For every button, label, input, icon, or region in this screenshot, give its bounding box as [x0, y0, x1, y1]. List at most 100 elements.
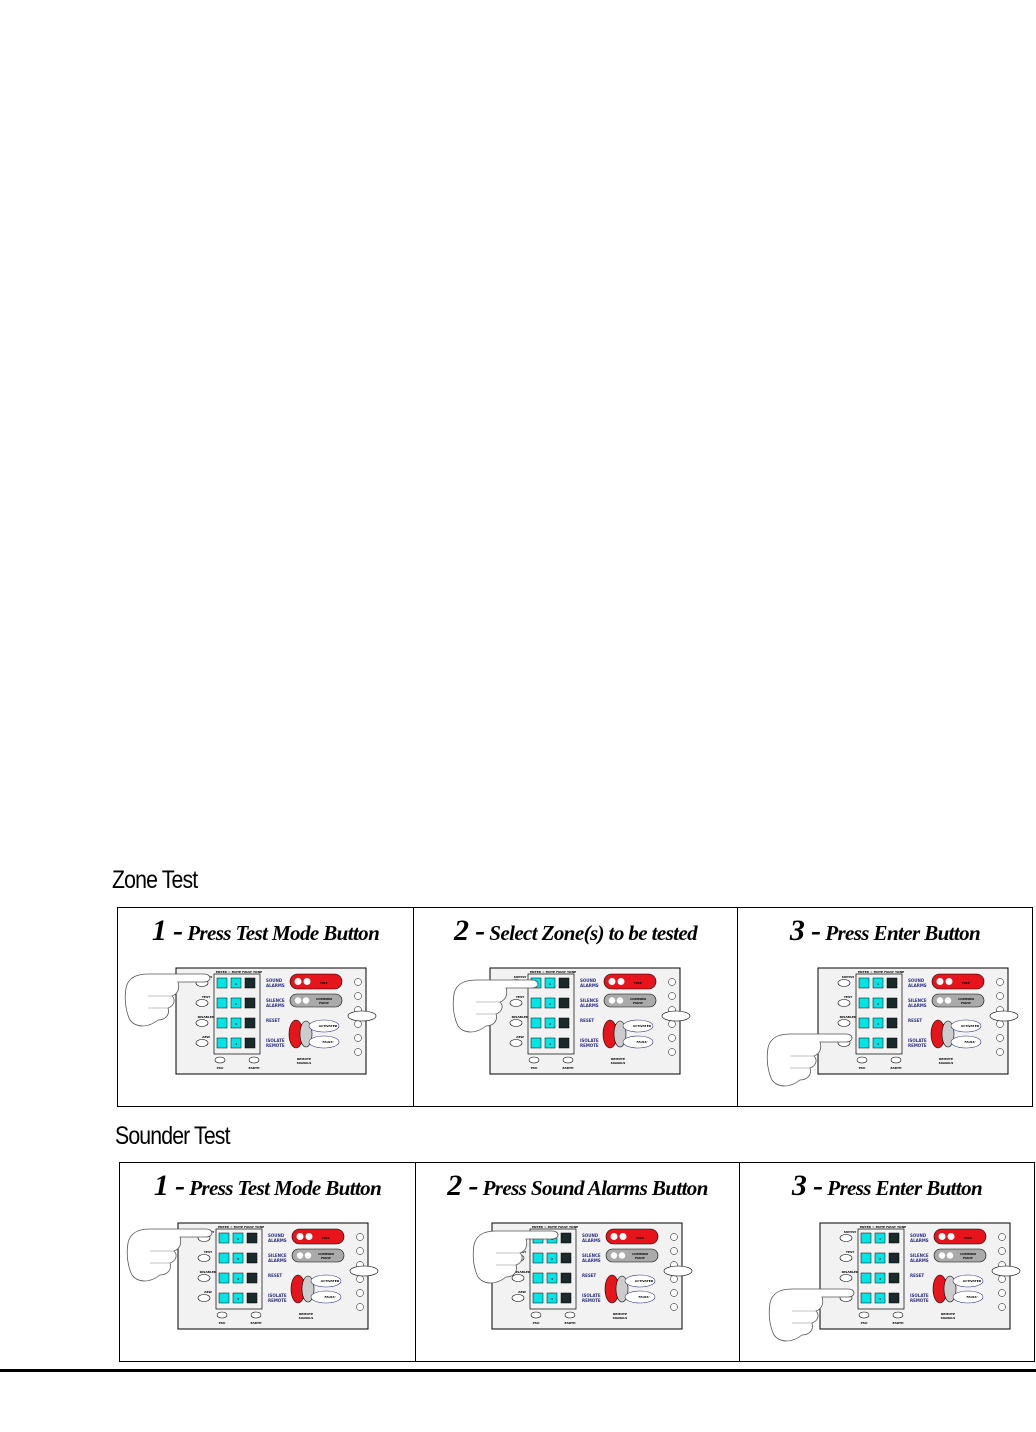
bottom-rule	[0, 1369, 1036, 1372]
right-label: ISOLATE	[910, 1293, 929, 1298]
activated-label: ACTIVATED	[321, 1279, 340, 1283]
common-fault-label: COMMON	[960, 1252, 976, 1256]
side-led	[670, 1247, 678, 1255]
side-led	[354, 992, 362, 1000]
side-led	[670, 1289, 678, 1297]
common-fault-label: COMMON	[630, 997, 646, 1001]
keypad-frame	[213, 973, 261, 1055]
fire-panel-illustration: ENTER = MUTE FAULT TONESUPPLYTESTDISABLE…	[766, 967, 1019, 1087]
zone-key	[218, 1252, 230, 1264]
indicator-led	[195, 1019, 209, 1027]
step-text: Select Zone(s) to be tested	[489, 921, 698, 945]
remote-signals-label: SIGNALS	[299, 1316, 314, 1320]
fault-disabled-indicator	[622, 1035, 654, 1049]
zone-key	[544, 1017, 556, 1029]
panel-header: ENTER = MUTE FAULT TONE	[530, 970, 576, 974]
fault-disabled-indicator	[624, 1290, 656, 1304]
fire-indicator	[291, 1228, 345, 1245]
remote-signals-label: REMOTE	[613, 1312, 627, 1316]
step-text: Press Enter Button	[825, 921, 981, 945]
earth-led	[250, 1311, 262, 1319]
fire-label: FIRE	[962, 981, 970, 985]
zone-key	[216, 1017, 228, 1029]
indicator-led	[197, 1294, 211, 1302]
pointing-hand-icon	[126, 1228, 213, 1282]
indicator-led	[509, 1039, 523, 1047]
key-number: 3	[549, 1022, 551, 1026]
zone-key	[218, 1292, 230, 1304]
side-led	[668, 978, 676, 986]
step-text: Press Test Mode Button	[189, 1176, 382, 1200]
zone-led	[886, 1017, 898, 1029]
right-label: RESET	[268, 1273, 282, 1278]
zone-led	[244, 997, 256, 1009]
common-fault-indicator	[605, 1248, 659, 1263]
zone-led	[886, 1037, 898, 1049]
zone-key	[858, 997, 870, 1009]
right-label: ISOLATE	[268, 1293, 287, 1298]
psu-led	[530, 1311, 542, 1319]
key-number: 2	[549, 1002, 551, 1006]
common-fault-label: COMMON	[958, 997, 974, 1001]
zone-step-2: 2 - Select Zone(s) to be tested ENTER = …	[414, 908, 738, 1106]
fault-disabled-indicator	[310, 1290, 342, 1304]
fire-led	[936, 978, 944, 985]
remote-fault-indicator	[299, 1020, 313, 1048]
side-led	[668, 1048, 676, 1056]
right-label: SOUND	[908, 978, 925, 983]
remote-fault-indicator	[615, 1275, 629, 1303]
right-label: SOUND	[910, 1233, 927, 1238]
left-label: AEW	[202, 1035, 210, 1039]
right-label: SOUND	[582, 1233, 599, 1238]
zone-led	[560, 1292, 572, 1304]
step-number: 1 -	[151, 914, 183, 947]
left-label: DISABLED	[198, 1015, 215, 1019]
psu-label: PSU	[859, 1066, 866, 1070]
fire-label: FIRE	[636, 1236, 644, 1240]
fault-led	[946, 1252, 954, 1259]
fault-led	[302, 997, 310, 1004]
left-label: SUPPLY	[844, 1230, 857, 1234]
left-label: DISABLED	[200, 1270, 217, 1274]
zone-led	[244, 1017, 256, 1029]
side-led	[998, 1247, 1006, 1255]
zone-key	[230, 997, 242, 1009]
fault-disabled-label: FAULT/	[967, 1295, 979, 1299]
key-number: 3	[879, 1277, 881, 1281]
right-label: ALARMS	[266, 1003, 285, 1008]
indicator-led	[195, 1039, 209, 1047]
right-label: ALARMS	[266, 983, 285, 988]
sounder-test-steps: 1 - Press Test Mode Button ENTER = MUTE …	[119, 1162, 1035, 1362]
right-label: SILENCE	[582, 1253, 601, 1258]
fault-led	[296, 1252, 304, 1259]
earth-label: EARTH	[890, 1066, 902, 1070]
side-led	[356, 1233, 364, 1241]
right-label: SILENCE	[266, 998, 285, 1003]
psu-led	[856, 1056, 868, 1064]
fire-indicator	[933, 1228, 987, 1245]
right-label: ALARMS	[910, 1238, 929, 1243]
right-label: SILENCE	[580, 998, 599, 1003]
zone-key	[872, 1017, 884, 1029]
hand-outline	[452, 979, 539, 1033]
activated-label: ACTIVATED	[633, 1024, 652, 1028]
zone-key	[546, 1292, 558, 1304]
zone-key	[216, 977, 228, 989]
right-label: RESET	[908, 1018, 922, 1023]
remote-signals-label: SIGNALS	[611, 1061, 626, 1065]
pointing-hand-icon	[452, 979, 539, 1033]
common-fault-label: FAULT	[635, 1256, 646, 1260]
fire-led	[619, 1233, 627, 1240]
zone-key	[218, 1272, 230, 1284]
fire-indicator	[603, 973, 657, 990]
panel-header: ENTER = MUTE FAULT TONE	[218, 1225, 264, 1229]
psu-led	[528, 1056, 540, 1064]
fault-disabled-label: FAULT/	[965, 1040, 977, 1044]
key-number: 2	[235, 1002, 237, 1006]
zone-key	[546, 1252, 558, 1264]
key-number: 2	[879, 1257, 881, 1261]
zone-key	[874, 1292, 886, 1304]
right-label: RESET	[266, 1018, 280, 1023]
step-number: 2 -	[453, 914, 485, 947]
side-led	[356, 1247, 364, 1255]
